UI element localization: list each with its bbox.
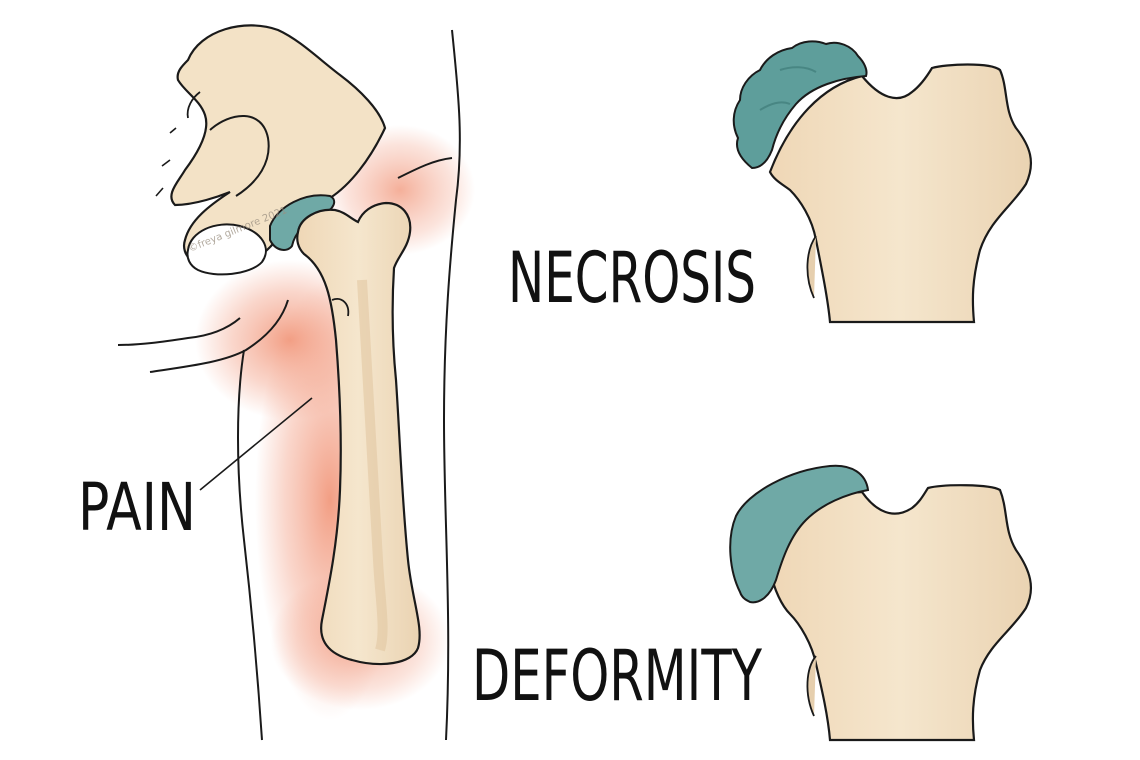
necrosis-cartilage: [732, 40, 868, 170]
deformity-label: DEFORMITY: [472, 635, 762, 717]
deformity-cartilage: [729, 464, 870, 604]
pain-label: PAIN: [78, 469, 196, 546]
necrosis-label: NECROSIS: [508, 237, 756, 319]
pain-pointer-line: [199, 397, 313, 491]
femur: [296, 201, 421, 666]
body-outline: [117, 29, 461, 741]
pelvis: [155, 24, 387, 276]
deformity-femur: [729, 464, 1033, 742]
necrosis-femur: [732, 40, 1033, 324]
